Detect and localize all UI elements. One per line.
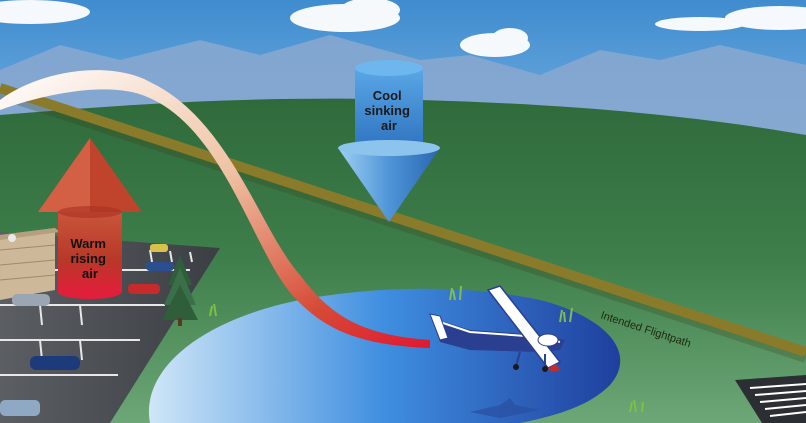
water bbox=[148, 288, 621, 423]
cool-label-line1: Cool bbox=[373, 88, 402, 103]
svg-text:Warm rising air: Warm rising air bbox=[70, 236, 109, 281]
warm-rising-air-arrow bbox=[38, 138, 142, 299]
runway bbox=[735, 375, 806, 423]
cool-label-line2: sinking bbox=[364, 103, 410, 118]
warm-label-line1: Warm bbox=[70, 236, 106, 251]
cloud-icon bbox=[0, 0, 806, 57]
airplane-shadow bbox=[470, 398, 540, 418]
cool-label-line3: air bbox=[381, 118, 397, 133]
cool-sinking-air-arrow bbox=[338, 60, 440, 222]
car-icon bbox=[0, 244, 174, 416]
svg-text:Cool sinking air: Cool sinking air bbox=[364, 88, 413, 133]
building bbox=[0, 228, 60, 300]
tree-icon bbox=[162, 255, 198, 326]
grass bbox=[209, 285, 644, 413]
warm-label-line2: rising bbox=[70, 251, 105, 266]
airplane-icon bbox=[429, 285, 565, 372]
warm-label-line3: air bbox=[82, 266, 98, 281]
